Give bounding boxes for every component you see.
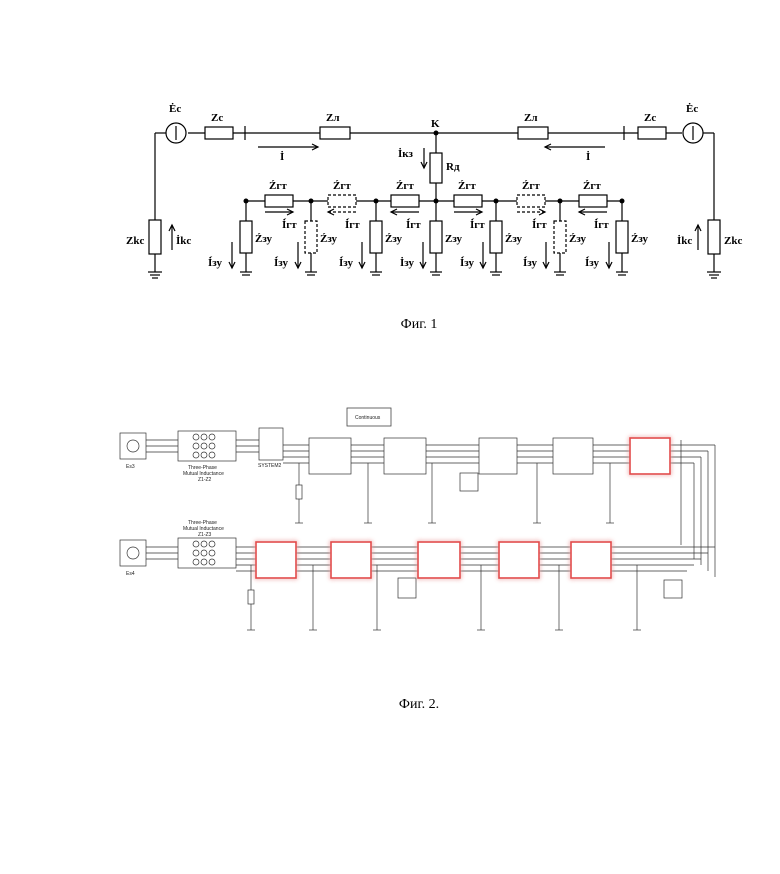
highlighted-line-block-2 — [331, 542, 371, 578]
label-mutual-bottom-3: Z1-Z3 — [198, 532, 212, 538]
highlighted-line-block-3 — [418, 542, 460, 578]
highlighted-line-block-5 — [571, 542, 611, 578]
label-mutual-top-3: Z1-Z2 — [198, 477, 212, 483]
highlighted-line-block-4 — [499, 542, 539, 578]
figure-2-caption: Фиг. 2. — [359, 697, 479, 713]
highlighted-line-block-1 — [256, 542, 296, 578]
continuous-label: Continuous — [355, 415, 381, 421]
highlighted-line-block-top — [630, 438, 670, 474]
label-es3: Es3 — [126, 464, 135, 470]
label-es4: Es4 — [126, 571, 135, 577]
label-system2: SYSTEM2 — [258, 463, 282, 469]
